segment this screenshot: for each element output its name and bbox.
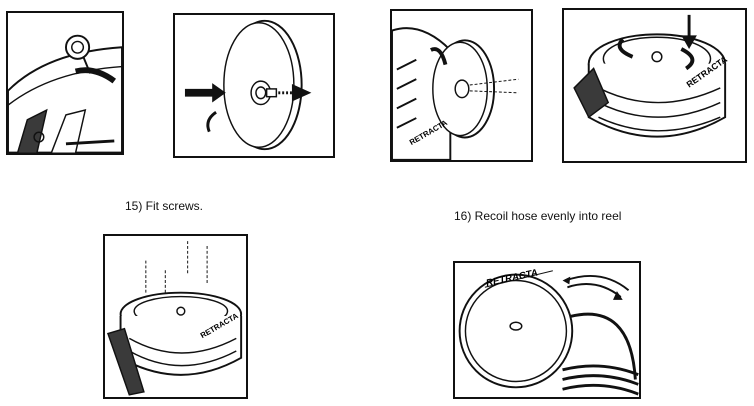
rotate-arrow-icon bbox=[680, 47, 695, 71]
arrow-right-icon bbox=[291, 84, 312, 102]
illustration-screw-alignment: RETRACTA bbox=[390, 9, 533, 162]
illustration-fit-screws: RETRACTA bbox=[103, 234, 248, 399]
step-16-caption: 16) Recoil hose evenly into reel bbox=[454, 209, 622, 223]
arrow-right-icon bbox=[184, 83, 226, 103]
illustration-cover-plate bbox=[173, 13, 335, 158]
step-15-caption: 15) Fit screws. bbox=[125, 199, 204, 213]
fit-screws-drawing: RETRACTA bbox=[106, 241, 243, 396]
recoil-hose-drawing: RETRACTA bbox=[458, 268, 639, 396]
rotate-arrow-icon bbox=[617, 37, 634, 59]
illustration-recoil-hose: RETRACTA bbox=[453, 261, 641, 399]
cover-plate-drawing bbox=[184, 19, 312, 151]
reel-clip-drawing bbox=[8, 34, 122, 153]
illustration-clip-detail bbox=[6, 11, 124, 155]
rotate-plate-drawing: RETRACTA bbox=[573, 14, 730, 138]
screw-alignment-drawing: RETRACTA bbox=[392, 27, 519, 160]
arrow-down-icon bbox=[681, 35, 697, 49]
recoil-arrow-icon bbox=[567, 283, 622, 298]
illustration-rotate-plate: RETRACTA bbox=[562, 8, 747, 163]
